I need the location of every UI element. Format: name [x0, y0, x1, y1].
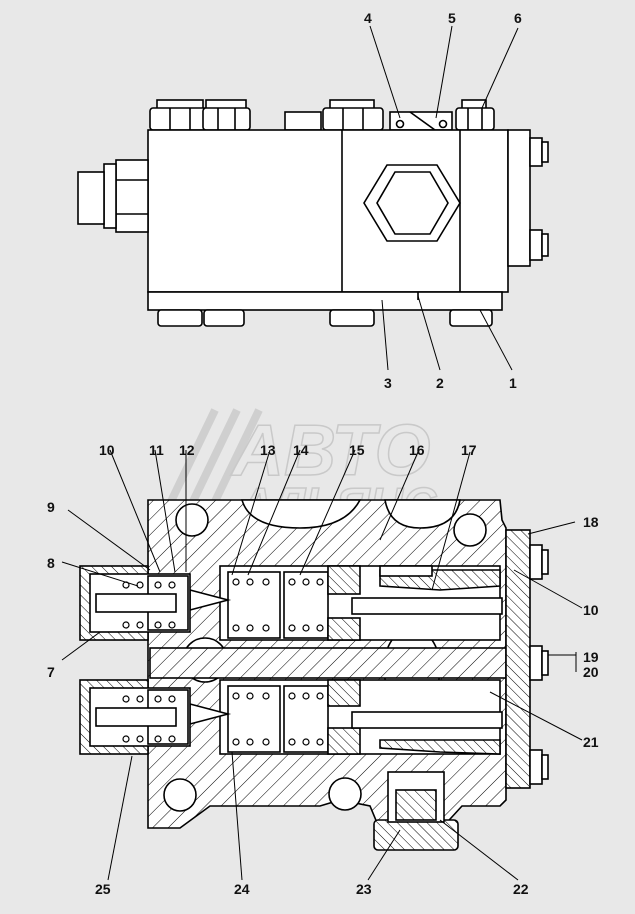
callout-2: 2 — [436, 375, 444, 391]
watermark-line1: АВТО — [230, 411, 431, 491]
right-bolt-top — [529, 137, 549, 167]
top-nut-right — [455, 99, 495, 131]
top-nut-mid — [322, 99, 384, 131]
upper-spool-bore — [189, 565, 503, 641]
callout-10-right: 10 — [583, 602, 599, 618]
callout-11: 11 — [149, 442, 164, 458]
section-view — [79, 499, 549, 851]
callout-9: 9 — [47, 499, 55, 515]
callout-10-top: 10 — [99, 442, 115, 458]
callout-22: 22 — [513, 881, 529, 897]
callout-6: 6 — [514, 10, 522, 26]
lower-spool-bore — [189, 679, 503, 755]
callout-21: 21 — [583, 734, 599, 750]
callout-18: 18 — [583, 514, 599, 530]
left-cartridge-lower — [79, 679, 191, 755]
callout-1: 1 — [509, 375, 517, 391]
top-right-cover — [507, 129, 531, 267]
callout-8: 8 — [47, 555, 55, 571]
callout-12: 12 — [179, 442, 195, 458]
callout-16: 16 — [409, 442, 425, 458]
callout-19: 19 — [583, 649, 599, 665]
callout-13: 13 — [260, 442, 276, 458]
top-nut-left — [149, 99, 211, 131]
callout-14: 14 — [293, 442, 309, 458]
left-cartridge-upper — [79, 565, 191, 641]
callout-5: 5 — [448, 10, 456, 26]
callout-4: 4 — [364, 10, 372, 26]
callout-numbers: 4 5 6 3 2 1 10 11 12 13 14 15 16 17 9 8 … — [47, 10, 599, 897]
callout-7: 7 — [47, 664, 55, 680]
left-fitting — [77, 159, 149, 233]
bottom-plug-23 — [373, 771, 459, 851]
callout-20: 20 — [583, 664, 599, 680]
right-end-cover — [505, 529, 531, 789]
callout-3: 3 — [384, 375, 392, 391]
right-bolt-bottom — [529, 229, 549, 261]
leader-lines — [61, 25, 583, 881]
top-plug — [284, 111, 322, 131]
bottom-plate — [147, 291, 503, 311]
top-nut-left2 — [202, 99, 251, 131]
callout-17: 17 — [461, 442, 477, 458]
top-view — [77, 99, 549, 327]
callout-15: 15 — [349, 442, 365, 458]
callout-23: 23 — [356, 881, 372, 897]
callout-25: 25 — [95, 881, 111, 897]
callout-24: 24 — [234, 881, 250, 897]
